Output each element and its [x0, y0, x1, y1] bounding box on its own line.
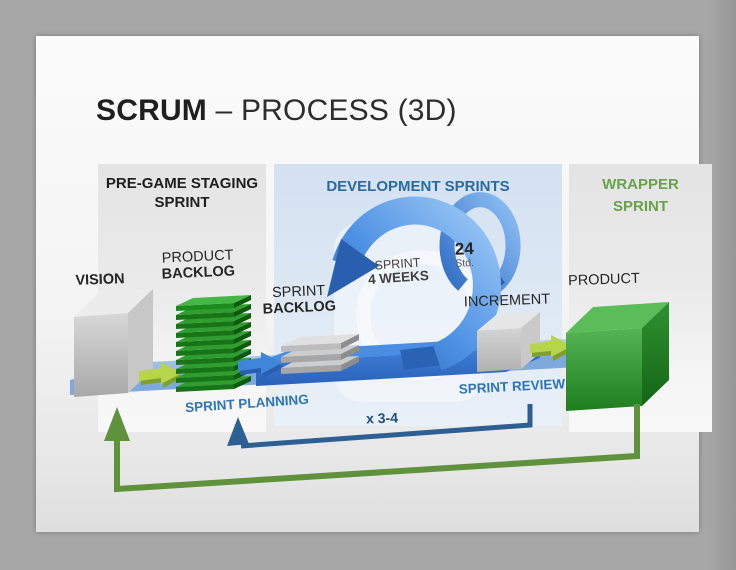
flow-arrow-lime-left-icon — [139, 362, 184, 388]
title-keyword: SCRUM — [96, 94, 207, 127]
label-product: PRODUCT — [567, 270, 641, 290]
review-loop-arrowhead — [227, 417, 249, 446]
feedback-loop-arrowhead — [104, 407, 130, 441]
label-daily-hours-value: 24 — [454, 239, 475, 259]
product-backlog-stack — [176, 295, 251, 392]
panel-wrapper-header-line1: WRAPPER — [602, 176, 679, 193]
title-subtitle: – PROCESS (3D) — [215, 94, 457, 127]
panel-wrapper-header-line2: SPRINT — [612, 198, 668, 215]
label-sprint-backlog: SPRINT BACKLOG — [259, 282, 338, 318]
panel-pregame-header-line1: PRE-GAME STAGING — [105, 175, 259, 192]
label-sprint-cycle: SPRINT 4 WEEKS — [357, 254, 439, 288]
panel-wrapper-header: WRAPPER SPRINT — [569, 164, 712, 218]
sprint-loop-arrow — [327, 196, 501, 371]
feedback-loop-green — [104, 404, 640, 493]
label-daily-hours: 24 Std. — [454, 239, 496, 270]
review-loop-blue — [227, 404, 533, 449]
label-product-backlog: PRODUCT BACKLOG — [155, 247, 240, 283]
panel-pregame-header-line2: SPRINT — [154, 194, 210, 211]
sprint-backlog-stack — [281, 334, 359, 374]
page-title: SCRUM – PROCESS (3D) — [96, 94, 656, 128]
label-increment: INCREMENT — [463, 291, 551, 311]
flow-arrow-blue-icon — [238, 352, 284, 378]
label-vision: VISION — [75, 271, 125, 289]
vision-box — [74, 289, 153, 397]
sprint-loop-arrowhead — [327, 239, 379, 297]
label-sprint-backlog-line2: BACKLOG — [262, 298, 337, 318]
label-daily-hours-unit: Std. — [455, 257, 475, 270]
panel-pregame-header: PRE-GAME STAGING SPRINT — [98, 164, 266, 212]
label-iterations: x 3-4 — [365, 409, 399, 427]
panel-development-header: DEVELOPMENT SPRINTS — [326, 178, 510, 195]
product-box — [566, 302, 669, 411]
flow-arrow-lime-right-icon — [530, 335, 574, 361]
